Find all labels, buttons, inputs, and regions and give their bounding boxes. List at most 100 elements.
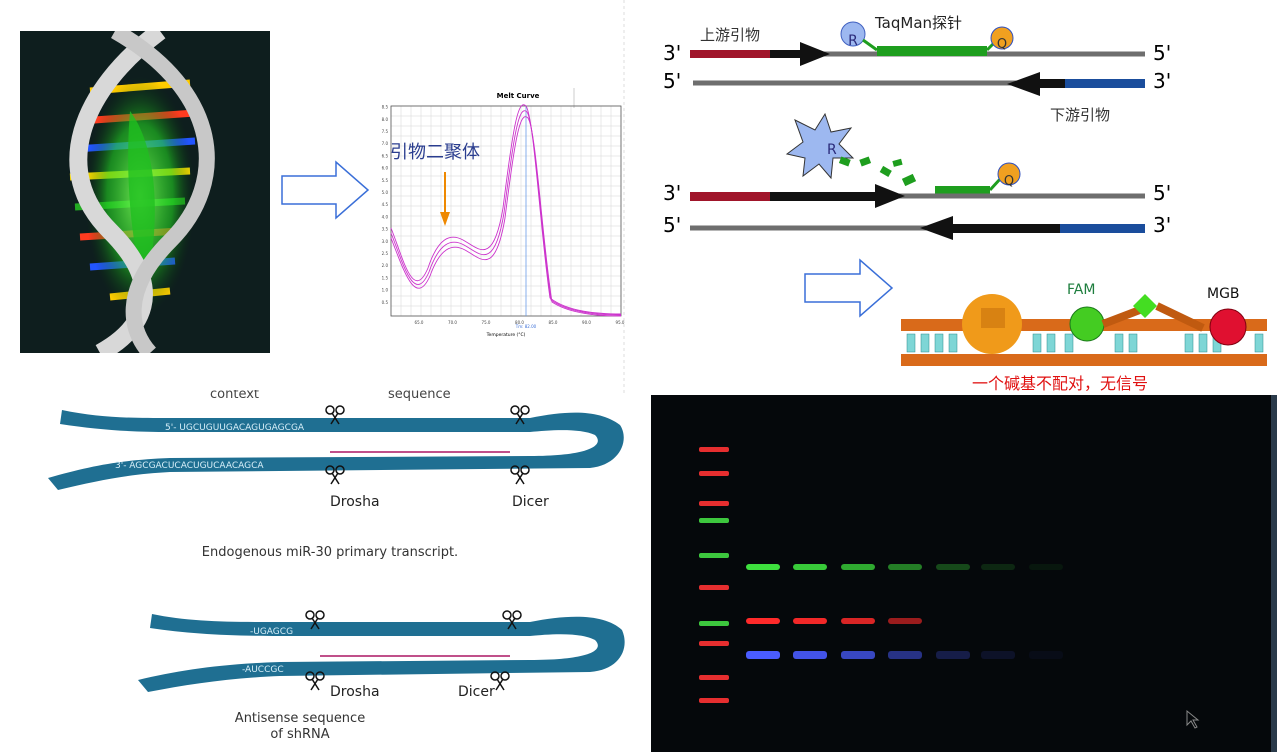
sample-band-blue [936,651,970,659]
x-tick-label: 80.0 [515,320,524,325]
y-tick-label: 6.0 [382,166,389,171]
base-pair-rung [1198,333,1208,353]
y-tick-label: 3.0 [382,239,389,244]
x-axis-label: Temperature (°C) [486,332,526,338]
sample-band-blue [1029,651,1063,659]
y-tick-label: 1.5 [382,275,389,280]
y-tick-label: 4.0 [382,214,389,219]
scissors-icon [490,671,510,691]
seq2-top: -UGAGCG [250,627,293,637]
sample-band-green [936,564,970,570]
y-tick-label: 7.0 [382,141,389,146]
y-tick-label: 2.0 [382,263,389,268]
scissors-icon [325,405,345,425]
base-pair-rung [1046,333,1056,353]
probe-label: TaqMan探针 [874,14,962,32]
sample-band-green [841,564,875,570]
svg-text:Dicer: Dicer [458,684,495,700]
arrow-right-icon [804,258,894,318]
taqman-probe-diagram: 3' 5' 上游引物 R Q TaqMan探针 5' 3' 下游引物 R Q [655,8,1270,393]
base-pair-rung [1254,333,1264,353]
ladder-band [699,641,729,646]
caption-endogenous: Endogenous miR-30 primary transcript. [202,545,458,560]
dicer-label: Dicer [512,494,549,510]
hairpin-ladder [229,434,532,456]
sample-band-green [888,564,922,570]
arrow-right-icon [281,160,370,220]
sample-band-red [841,618,875,624]
x-tick-label: 70.0 [448,320,457,325]
base-pair-rung [948,333,958,353]
melt-curve-line [390,116,622,317]
y-tick-label: 2.5 [382,251,389,256]
y-tick-label: 3.5 [382,227,389,232]
sample-band-blue [841,651,875,659]
base-pair-rung [934,333,944,353]
melt-curves [390,104,622,317]
scissors-icon [305,671,325,691]
primer-dimer-annotation: 引物二聚体 [390,142,480,163]
ladder-band [699,518,729,523]
cursor-icon [1186,709,1200,729]
mgb-label: MGB [1207,286,1240,302]
chart-grid [390,105,622,317]
sample-band-red [888,618,922,624]
scissors-icon [510,405,530,425]
end-label-5prime: 5' [1153,41,1171,65]
downstream-primer-label: 下游引物 [1050,106,1110,124]
x-tick-label: 75.0 [482,320,491,325]
chart-title: Melt Curve [497,92,540,100]
context-label: context [210,390,259,402]
svg-text:5': 5' [663,69,681,93]
peak-label: Tm: 82.00 [515,324,537,329]
fam-label: FAM [1067,282,1095,298]
hairpin-ladder [291,638,531,660]
caption-antisense-1: Antisense sequence [235,711,365,726]
ladder-band [699,698,729,703]
y-tick-label: 7.5 [382,129,389,134]
sample-band-blue [888,651,922,659]
svg-text:Drosha: Drosha [330,684,380,700]
ladder-band [699,675,729,680]
gel-bands [699,447,1063,703]
quencher-label: Q [997,37,1007,52]
svg-text:5': 5' [663,213,681,237]
x-tick-label: 95.0 [616,320,625,325]
base-pair-rung [1114,333,1124,353]
scissors-icon [325,465,345,485]
end-label-3prime: 3' [663,41,681,65]
y-tick-label: 5.5 [382,178,389,183]
y-tick-label: 5.0 [382,190,389,195]
y-tick-labels: 0.51.01.52.02.53.03.54.04.55.05.56.06.57… [382,105,389,305]
seq1-bottom: 3'- AGCGACUCACUGUCAACAGCA [115,461,264,471]
x-tick-label: 90.0 [582,320,591,325]
y-tick-label: 4.5 [382,202,389,207]
ladder-band [699,585,729,590]
x-tick-label: 65.0 [415,320,424,325]
base-pair-rung [1184,333,1194,353]
gel-electrophoresis-image [651,395,1277,752]
melt-curve-line [390,104,622,315]
sample-band-green [981,564,1015,570]
base-pair-rung [1032,333,1042,353]
sample-band-green [1029,564,1063,570]
y-tick-label: 1.0 [382,288,389,293]
dna-helix-image [20,23,270,361]
sequence-label: sequence [388,390,451,402]
sample-band-green [746,564,780,570]
svg-text:3': 3' [1153,69,1171,93]
ladder-band [699,553,729,558]
svg-text:Q: Q [1004,174,1014,189]
drosha-label: Drosha [330,494,380,510]
sample-band-blue [746,651,780,659]
shrna-diagram: context sequence 5'- UGCUGUUGACAGUGAGCGA… [30,387,640,752]
scissors-icon [305,610,325,630]
sample-band-blue [981,651,1015,659]
seq2-bottom: -AUCCGC [242,665,284,675]
svg-text:5': 5' [1153,181,1171,205]
y-tick-label: 6.5 [382,153,389,158]
base-pair-rung [1064,333,1074,353]
svg-text:3': 3' [1153,213,1171,237]
sample-band-green [793,564,827,570]
